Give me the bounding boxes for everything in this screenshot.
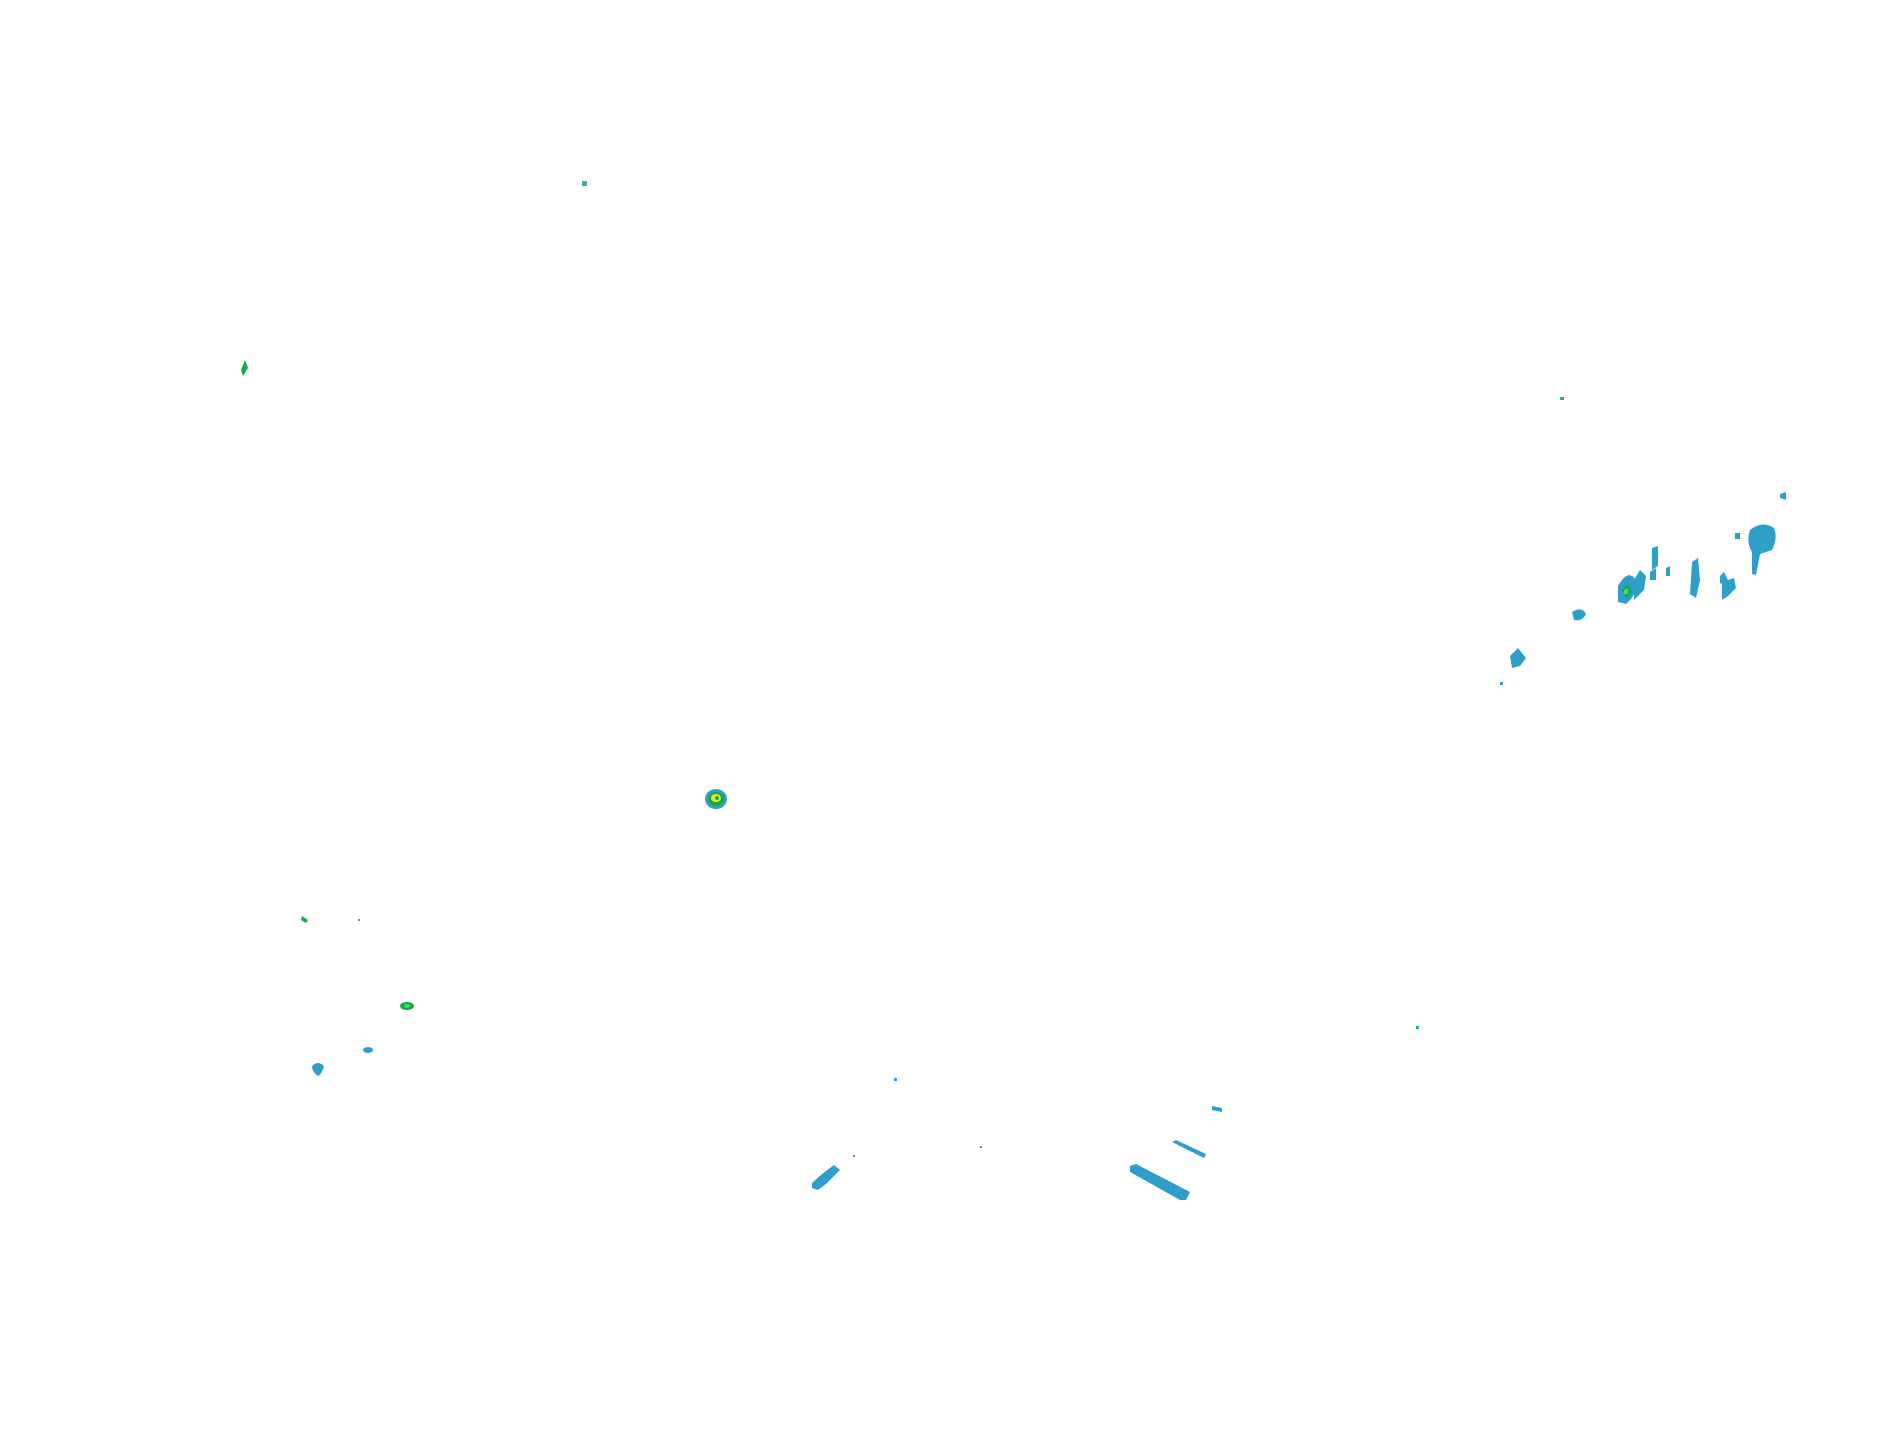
echo-cell: [582, 181, 587, 186]
echo-cell: [363, 1047, 373, 1053]
echo-cell: [1212, 1106, 1222, 1112]
echo-cell: [1690, 558, 1700, 598]
echo-cell: [1722, 578, 1736, 600]
echo-cell: [853, 1155, 855, 1157]
echo-cell: [1572, 609, 1586, 621]
echo-cell: [894, 1078, 897, 1081]
echo-cell: [1500, 682, 1503, 685]
echo-cell: [301, 916, 308, 923]
echo-cell: [1666, 566, 1670, 576]
echo-band: [1130, 1164, 1190, 1200]
echo-cell: [1416, 1026, 1419, 1029]
echo-cell: [1634, 570, 1646, 600]
echo-cell: [812, 1165, 840, 1190]
echo-cell: [1560, 397, 1564, 400]
echo-cell: [1650, 568, 1656, 580]
echo-band: [1172, 1140, 1206, 1158]
echo-cluster-north: [241, 181, 587, 376]
echo-cluster-northeast: [1500, 397, 1786, 685]
echo-cell: [1510, 648, 1526, 668]
echo-cell: [358, 919, 360, 921]
echo-cell: [1735, 533, 1740, 539]
echo-cluster-southwest: [301, 916, 414, 1076]
echo-cell-strong-center: [705, 789, 727, 809]
echo-cluster-south: [812, 1026, 1419, 1200]
echo-cell: [241, 360, 248, 376]
echo-cell: [980, 1146, 982, 1148]
echo-cell: [1780, 492, 1786, 500]
echo-cell: [1652, 546, 1658, 570]
echo-cell: [1748, 524, 1776, 575]
echo-cell: [312, 1063, 324, 1076]
